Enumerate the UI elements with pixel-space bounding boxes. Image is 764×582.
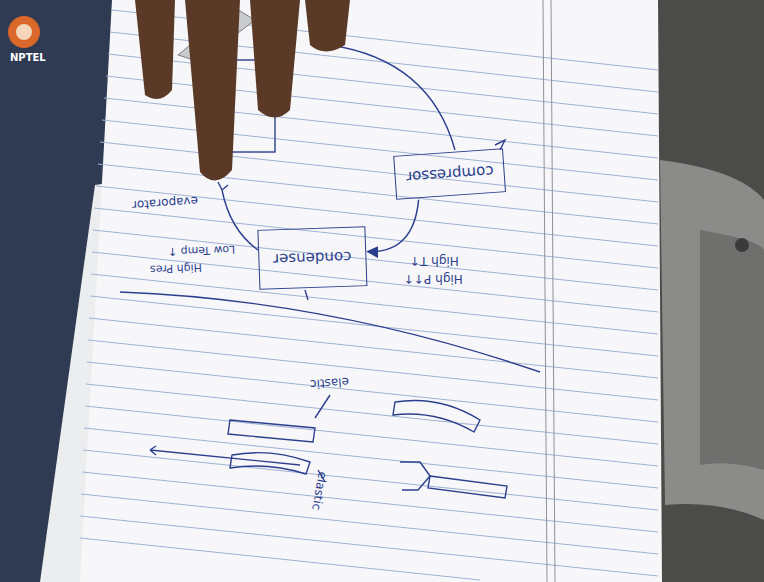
wire-head — [150, 446, 156, 455]
pen-sketch — [120, 45, 540, 498]
node-text: condenser — [273, 248, 352, 269]
bent-strip — [393, 400, 480, 432]
tick — [305, 290, 308, 300]
strip — [228, 420, 315, 442]
margin-line — [551, 0, 555, 582]
wire — [150, 450, 300, 465]
part-label: elastic — [310, 375, 350, 392]
process-box: compressor — [394, 148, 506, 200]
margin-line — [543, 0, 547, 582]
steel-pot — [660, 160, 764, 520]
strip — [428, 476, 507, 498]
notebook-page — [80, 0, 662, 582]
node-text: compressor — [405, 162, 494, 186]
divider-line — [120, 292, 540, 372]
expansion-line — [222, 190, 258, 250]
logo-circle — [8, 16, 40, 48]
pot-hole — [735, 238, 749, 252]
logo-circle — [16, 24, 32, 40]
wire — [402, 476, 430, 490]
annotation: Low Temp ↑ — [168, 243, 236, 258]
annotation: High T↑ — [410, 254, 459, 268]
bent-strip — [230, 453, 310, 474]
leader — [315, 395, 330, 418]
ruled-lines — [80, 10, 658, 580]
annotation: High Pres — [150, 261, 202, 276]
annotation: High P↑↑ — [404, 272, 463, 286]
return-line — [330, 45, 455, 150]
process-box: condenser — [257, 226, 367, 290]
pot-shade — [700, 230, 764, 470]
flow-arrow — [367, 200, 418, 252]
watermark: NPTEL — [10, 52, 46, 63]
hand — [135, 0, 350, 181]
tick — [218, 182, 228, 190]
wire — [400, 462, 430, 476]
